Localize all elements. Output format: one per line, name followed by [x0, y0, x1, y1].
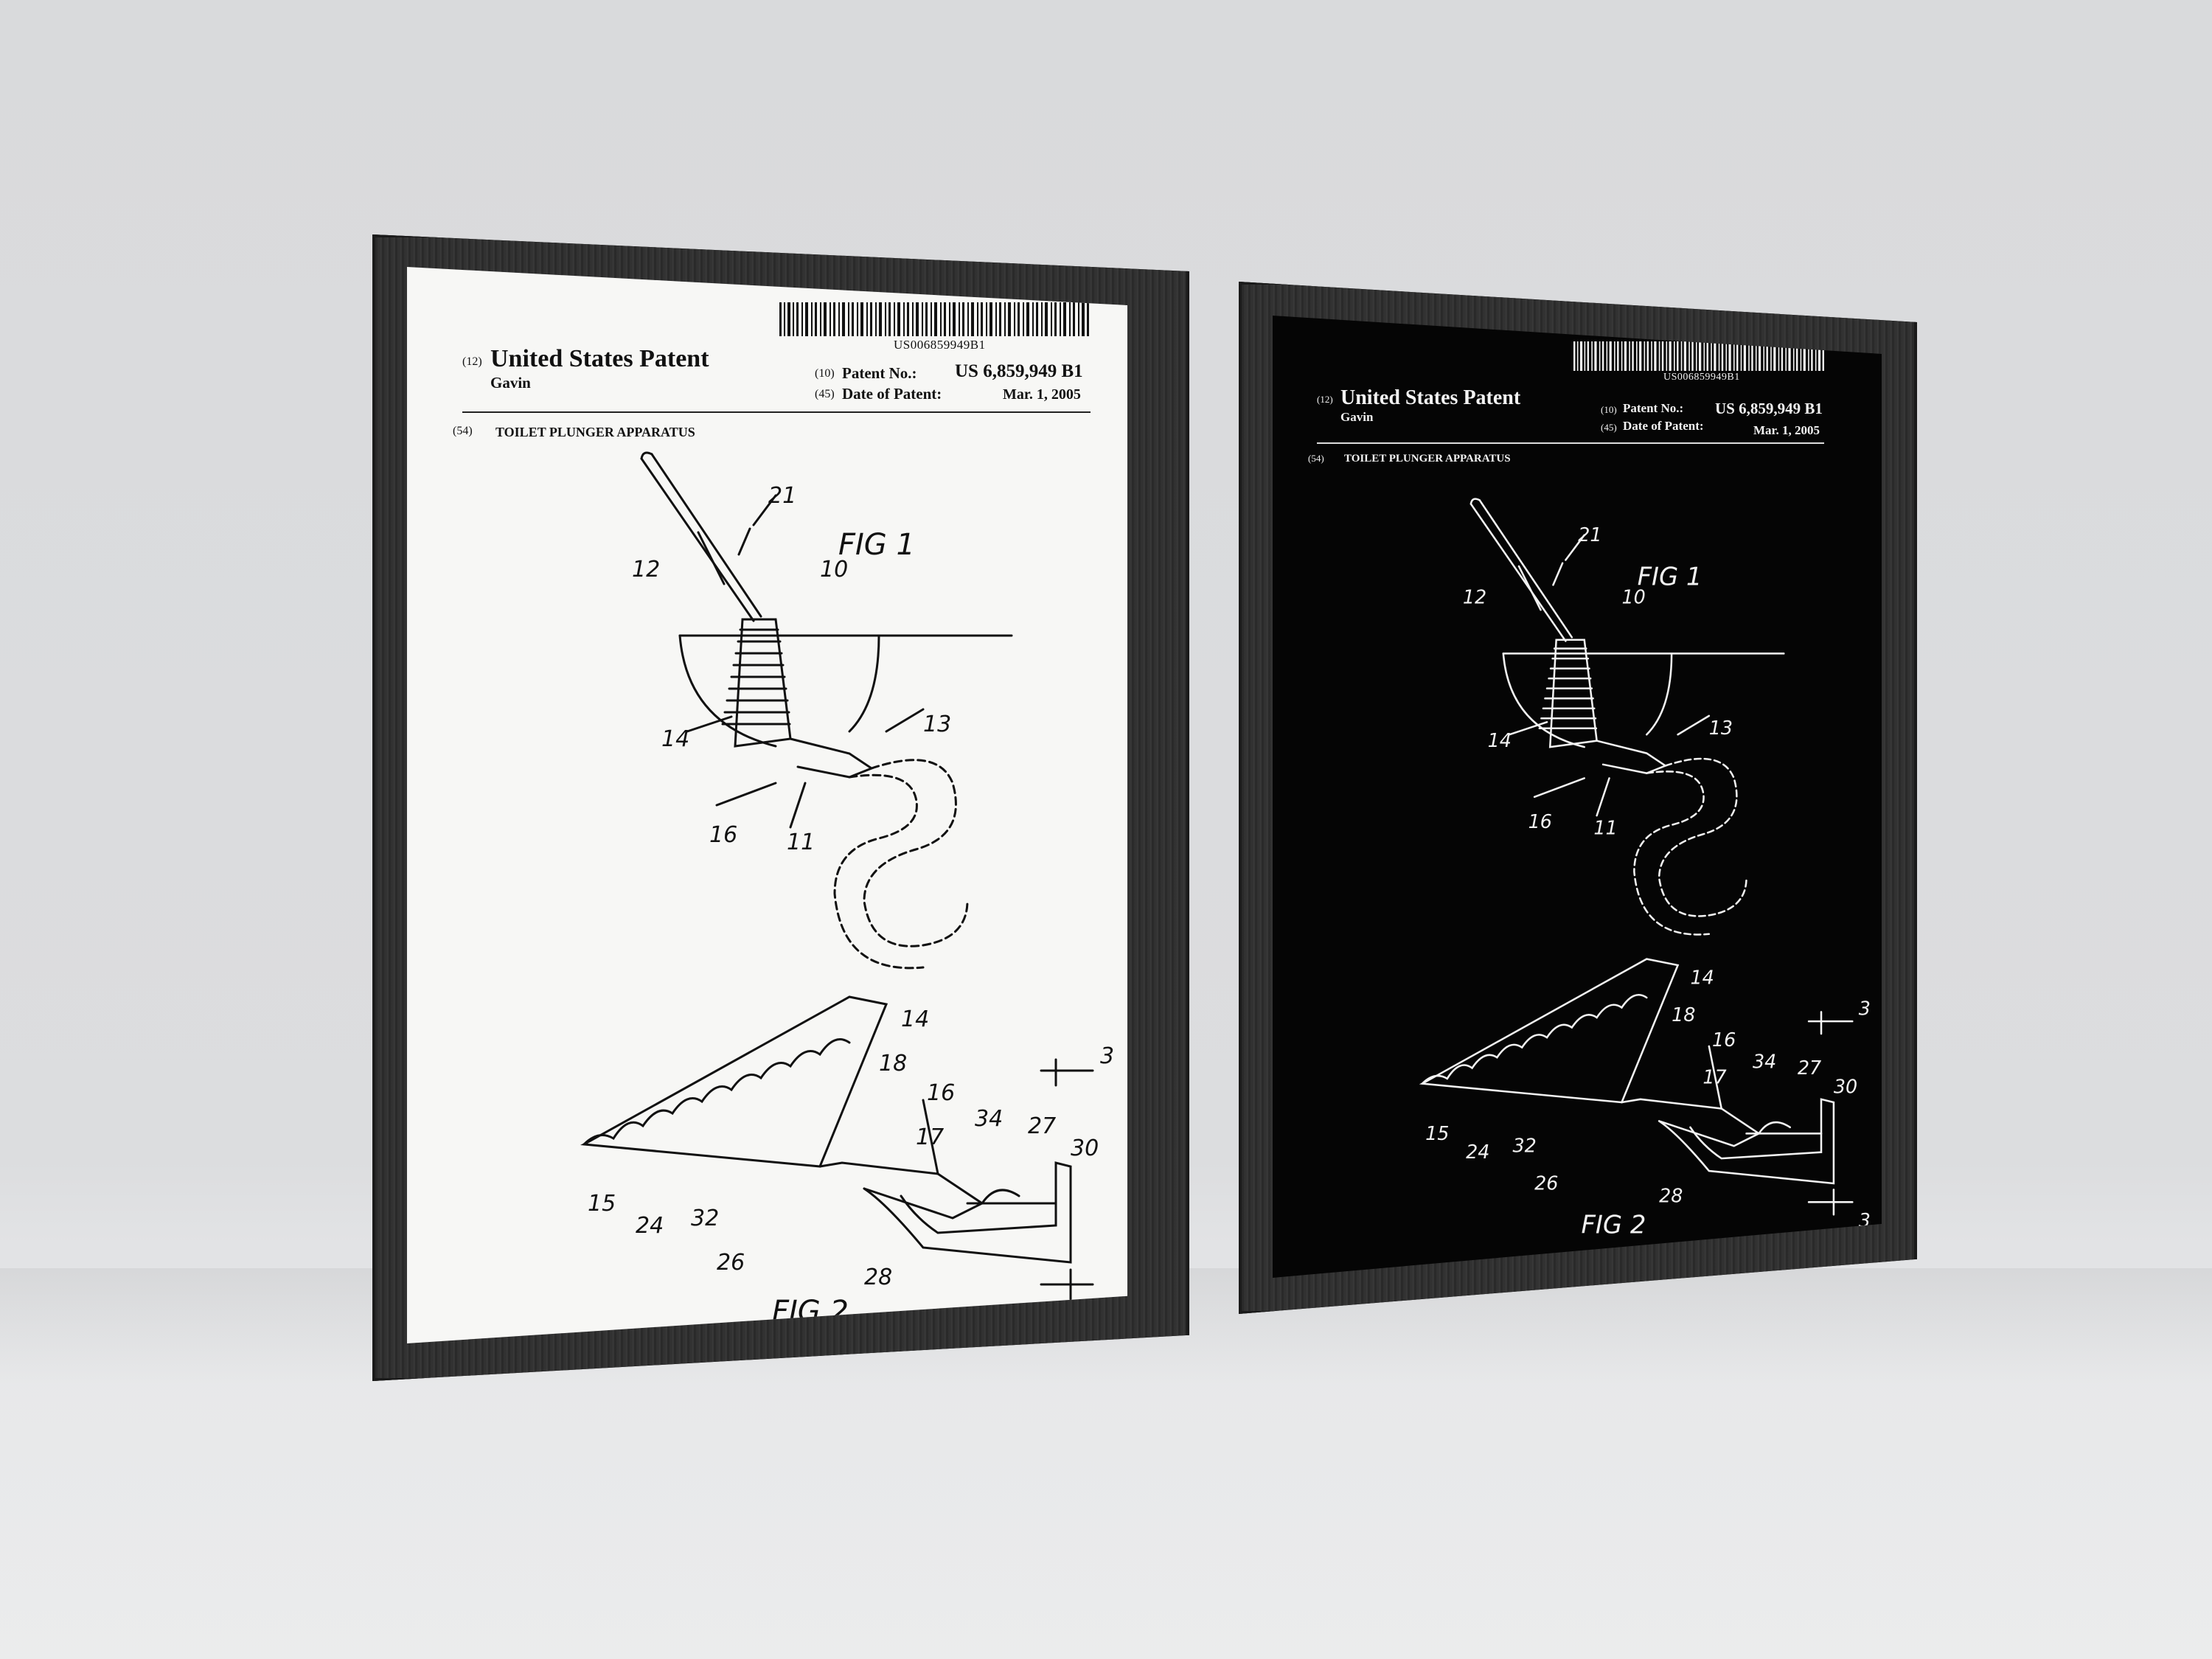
label-16b: 16	[927, 1080, 955, 1106]
barcode-number: US006859949B1	[894, 338, 986, 352]
label-32: 32	[691, 1206, 719, 1231]
patent-number-code: (10)	[1601, 404, 1617, 415]
label-17: 17	[1703, 1066, 1726, 1088]
fig1-label: FIG 1	[838, 528, 915, 562]
label-13: 13	[923, 712, 951, 737]
patent-date-code: (45)	[815, 388, 835, 400]
label-24: 24	[1466, 1141, 1489, 1163]
barcode-number: US006859949B1	[1663, 372, 1740, 383]
label-16b: 16	[1712, 1029, 1736, 1051]
label-14b: 14	[901, 1006, 929, 1032]
label-3a: 3	[1100, 1043, 1114, 1069]
inventor-name: Gavin	[490, 374, 531, 392]
label-12: 12	[632, 557, 660, 582]
label-16: 16	[709, 822, 737, 848]
label-30: 30	[1071, 1135, 1099, 1161]
label-14: 14	[1488, 729, 1512, 751]
label-21: 21	[1578, 524, 1601, 546]
patent-number-value: US 6,859,949 B1	[1715, 400, 1823, 417]
label-34: 34	[1753, 1051, 1776, 1073]
label-27: 27	[1028, 1113, 1056, 1139]
label-17: 17	[916, 1124, 944, 1150]
label-21: 21	[768, 483, 796, 509]
patent-date-label: Date of Patent:	[842, 385, 942, 403]
patent-number-value: US 6,859,949 B1	[955, 361, 1083, 381]
patent-date-value: Mar. 1, 2005	[1753, 423, 1820, 437]
header-divider	[462, 411, 1091, 413]
label-27: 27	[1798, 1057, 1821, 1079]
fig2-label: FIG 2	[1581, 1211, 1646, 1239]
patent-drawing: 21 12 10 13 14 16 11 14 18 16 17 34 27 3…	[1419, 498, 1871, 1239]
patent-date-value: Mar. 1, 2005	[1003, 386, 1081, 403]
label-10: 10	[1621, 586, 1645, 608]
patent-sheet-black: US006859949B1 (12) United States Patent …	[1273, 316, 1882, 1278]
patent-date-label: Date of Patent:	[1623, 419, 1704, 433]
label-32: 32	[1512, 1135, 1536, 1157]
patent-type-code: (12)	[1317, 394, 1333, 405]
invention-title: TOILET PLUNGER APPARATUS	[1344, 453, 1511, 465]
label-15: 15	[1425, 1122, 1449, 1144]
label-14b: 14	[1690, 966, 1714, 988]
label-28: 28	[864, 1265, 892, 1290]
label-15: 15	[588, 1191, 616, 1217]
label-26: 26	[1534, 1172, 1558, 1194]
title-code: (54)	[453, 425, 473, 437]
label-11: 11	[1593, 817, 1617, 839]
poster-white: US006859949B1 (12) United States Patent …	[407, 267, 1127, 1343]
label-11: 11	[787, 830, 815, 855]
poster-black: US006859949B1 (12) United States Patent …	[1273, 316, 1882, 1278]
label-3a: 3	[1859, 998, 1871, 1020]
label-26: 26	[717, 1250, 745, 1276]
patent-sheet-white: US006859949B1 (12) United States Patent …	[407, 267, 1127, 1343]
label-12: 12	[1463, 586, 1486, 608]
patent-type-code: (12)	[462, 355, 482, 368]
patent-number-code: (10)	[815, 367, 835, 380]
patent-drawing: 21 12 10 13 14 16 11 14 18 16 17 34 27 3…	[580, 451, 1114, 1329]
inventor-name: Gavin	[1340, 410, 1374, 424]
label-34: 34	[975, 1106, 1003, 1132]
label-14: 14	[661, 726, 689, 752]
label-18: 18	[879, 1051, 907, 1077]
fig1-label: FIG 1	[1638, 562, 1703, 591]
label-30: 30	[1834, 1075, 1857, 1097]
patent-type: United States Patent	[1340, 386, 1521, 409]
header-divider	[1317, 442, 1824, 444]
invention-title: TOILET PLUNGER APPARATUS	[495, 425, 695, 439]
label-10: 10	[820, 557, 848, 582]
label-18: 18	[1672, 1004, 1695, 1026]
label-16: 16	[1528, 810, 1552, 832]
title-code: (54)	[1308, 453, 1324, 464]
patent-number-label: Patent No.:	[1623, 401, 1684, 415]
label-24: 24	[636, 1213, 664, 1239]
barcode-icon	[779, 302, 1089, 336]
patent-date-code: (45)	[1601, 422, 1617, 433]
label-28: 28	[1659, 1184, 1683, 1206]
label-13: 13	[1709, 717, 1733, 739]
patent-number-label: Patent No.:	[842, 364, 917, 382]
patent-type: United States Patent	[490, 345, 709, 372]
barcode-icon	[1573, 341, 1824, 371]
